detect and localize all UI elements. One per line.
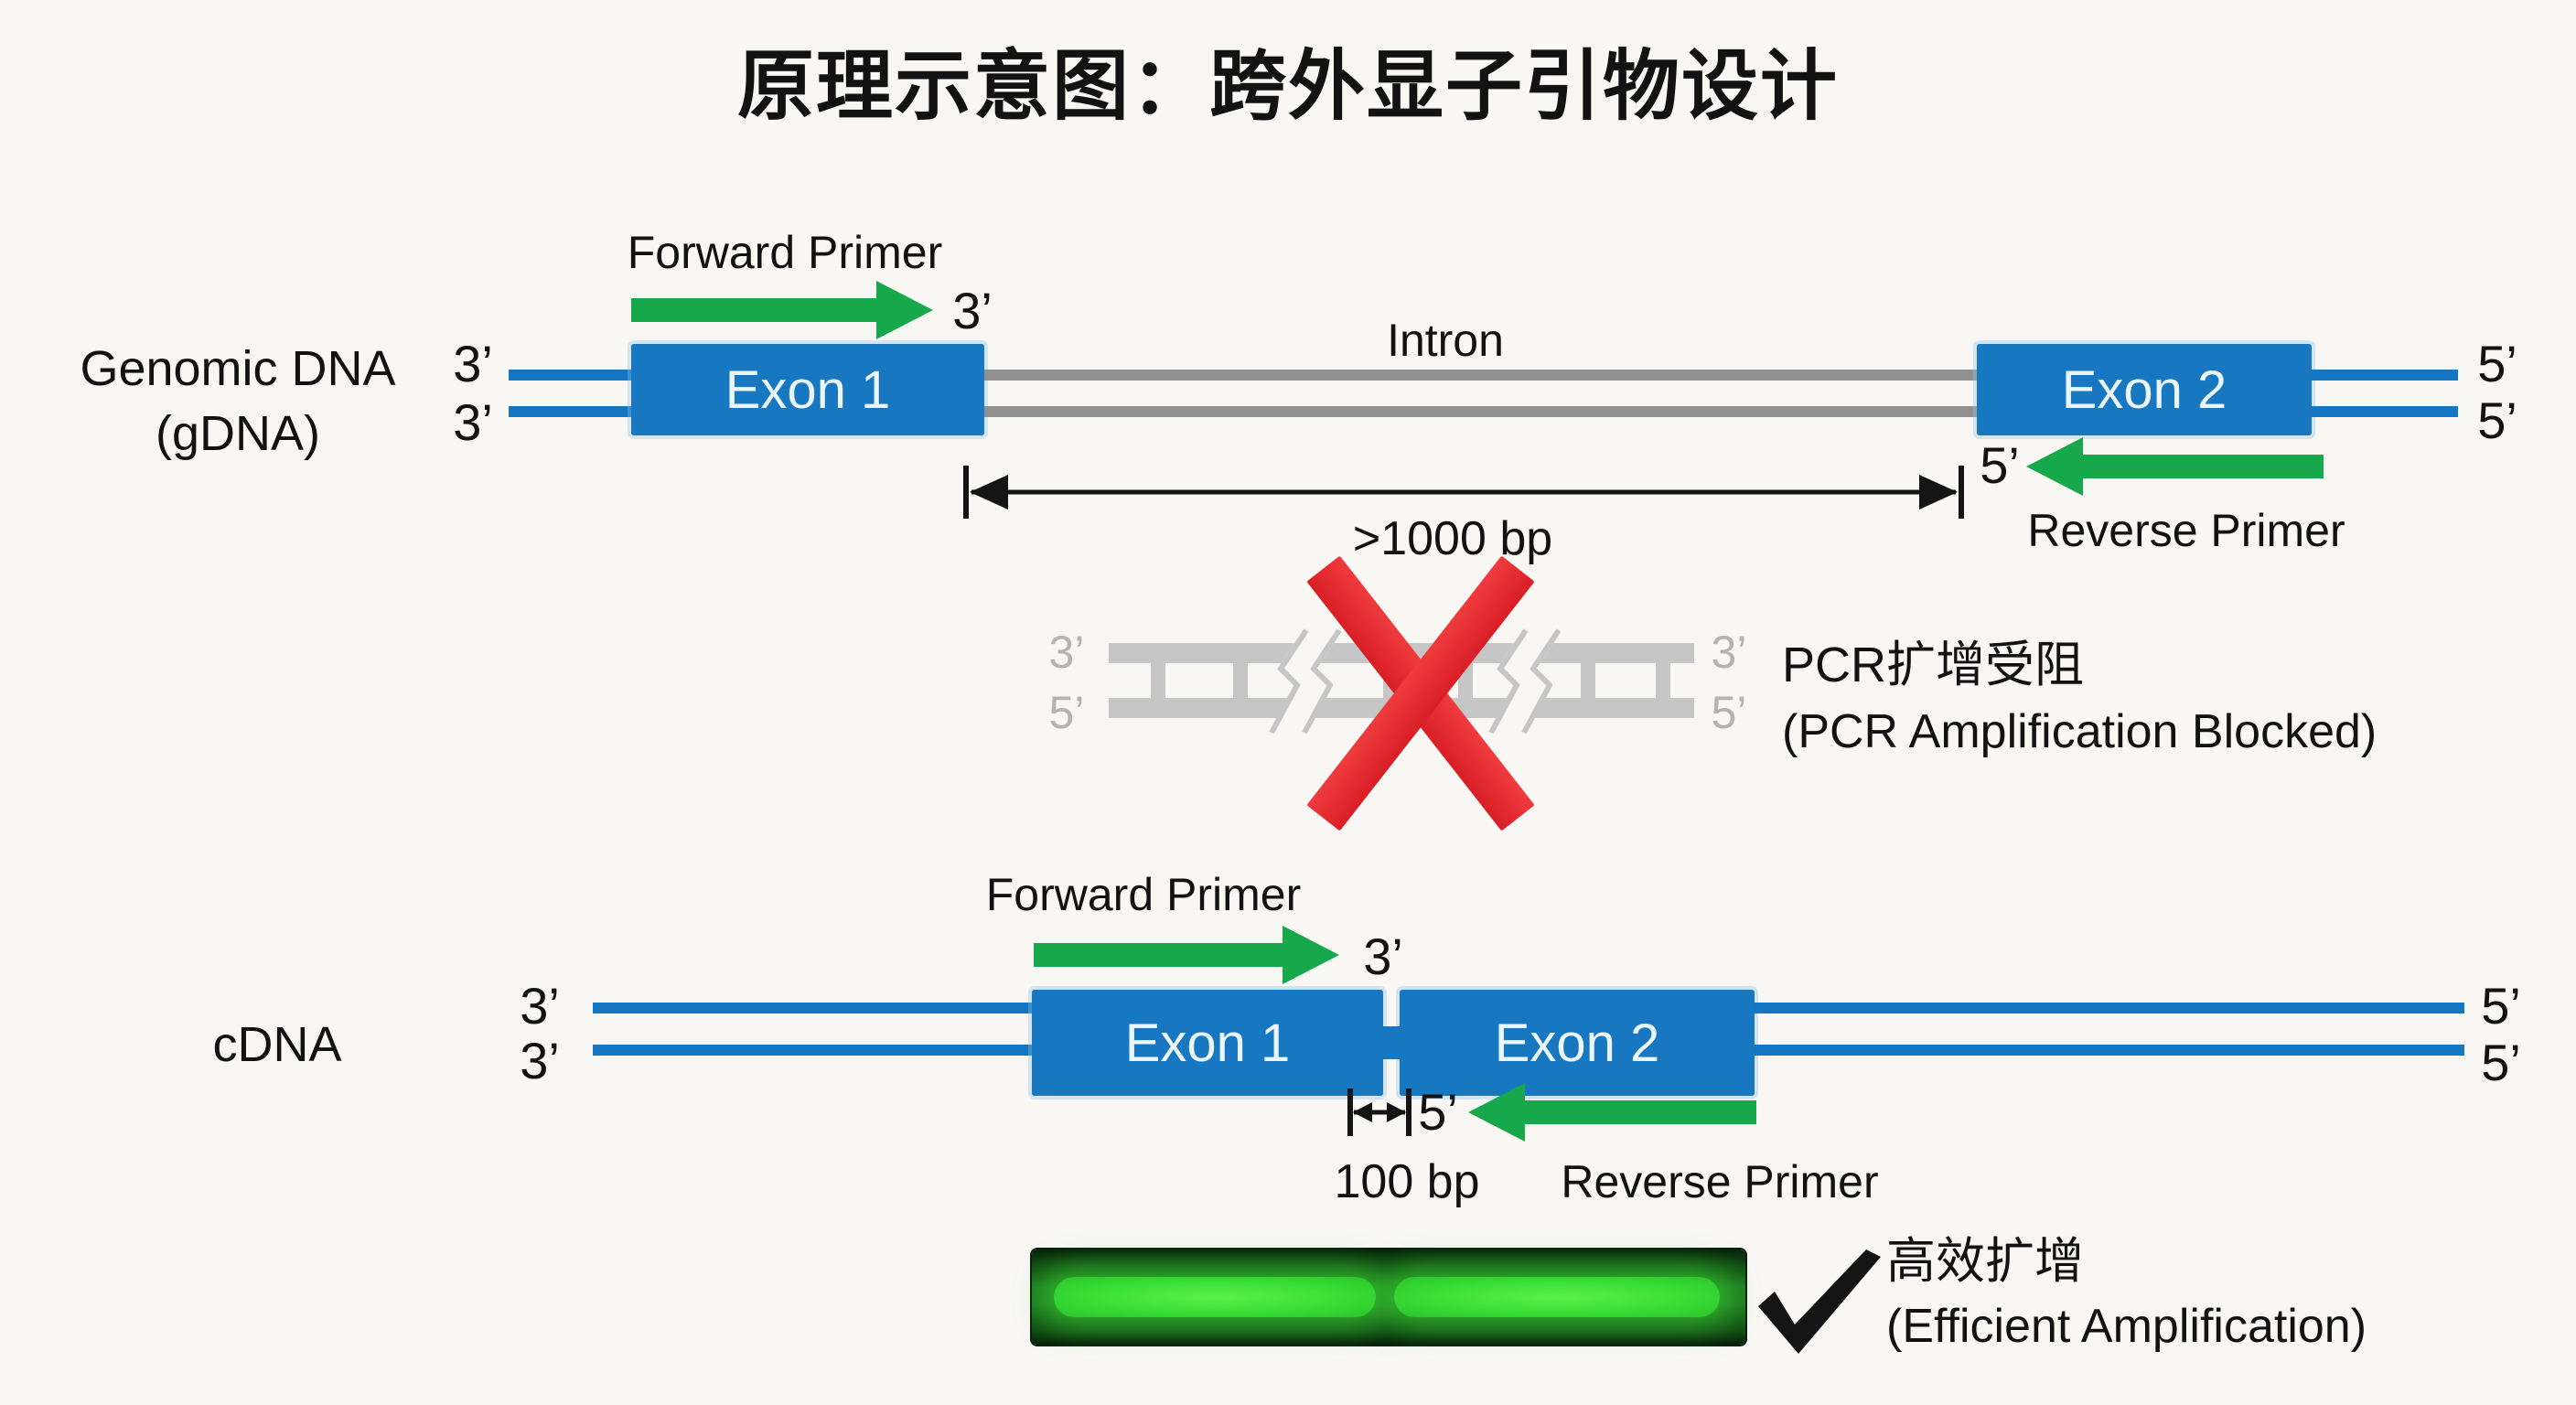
cdna-reverse-primer-label: Reverse Primer (1561, 1156, 1879, 1207)
cdna-left-end-top: 3’ (520, 977, 560, 1035)
gdna-exon1-label: Exon 1 (724, 359, 891, 420)
gdna-reverse-primer-arrow-icon (2026, 437, 2324, 496)
gdna-left-strand-bottom (509, 406, 637, 417)
cdna-forward-primer-label: Forward Primer (985, 869, 1302, 920)
cdna-right-strand-top (1755, 1003, 2464, 1014)
cdna-label: cDNA (212, 1017, 342, 1072)
ladder-right-end-top: 3’ (1711, 627, 1747, 678)
result-caption-en: (Efficient Amplification) (1886, 1300, 2367, 1353)
checkmark-icon (1758, 1249, 1881, 1354)
gdna-intron-strand-bottom (984, 406, 1977, 417)
cdna-right-end-top: 5’ (2481, 977, 2521, 1035)
gdna-exon2-label: Exon 2 (2061, 359, 2227, 420)
gdna-left-end-bottom: 3’ (453, 393, 493, 451)
gdna-exon1-box: Exon 1 (631, 344, 984, 435)
cdna-exon1-box: Exon 1 (1032, 990, 1383, 1096)
cdna-right-strand-bottom (1755, 1045, 2464, 1056)
gel-band-left (1054, 1277, 1376, 1317)
result-caption-zh: 高效扩增 (1886, 1234, 2084, 1289)
gdna-right-strand-top (2312, 370, 2458, 381)
gdna-intron-distance: >1000 bp (1352, 512, 1553, 565)
cdna-exon-junction (1383, 1026, 1400, 1059)
cdna-reverse-primer-arrow-icon (1468, 1083, 1756, 1142)
ladder-left-end-top: 3’ (1048, 627, 1085, 678)
cdna-exon2-box: Exon 2 (1400, 990, 1755, 1096)
cdna-exon1-label: Exon 1 (1124, 1013, 1291, 1073)
cdna-left-end-bottom: 3’ (520, 1032, 560, 1089)
cdna-right-end-bottom: 5’ (2481, 1034, 2521, 1091)
gdna-label-line1: Genomic DNA (80, 341, 396, 396)
gdna-forward-primer-arrow-icon (631, 281, 933, 339)
cdna-forward-primer-arrow-icon (1034, 926, 1339, 984)
gdna-reverse-primer-label: Reverse Primer (2027, 505, 2345, 556)
gdna-right-end-top: 5’ (2477, 335, 2517, 392)
gdna-forward-primer-label: Forward Primer (627, 227, 943, 278)
red-cross-icon (1307, 556, 1534, 831)
ladder-right-end-bottom: 5’ (1711, 687, 1747, 738)
gdna-left-end-top: 3’ (453, 335, 493, 392)
blocked-caption-en: (PCR Amplification Blocked) (1782, 705, 2377, 758)
cdna-left-strand-bottom (593, 1045, 1037, 1056)
diagram-title: 原理示意图：跨外显子引物设计 (736, 43, 1839, 129)
gdna-label: Genomic DNA (gDNA) (37, 337, 439, 467)
gdna-intron-strand-top (984, 370, 1977, 381)
cdna-exon2-label: Exon 2 (1494, 1013, 1660, 1073)
ladder-left-end-bottom: 5’ (1048, 687, 1085, 738)
gel-band-right (1394, 1277, 1720, 1317)
gdna-forward-primer-end: 3’ (952, 282, 993, 339)
gdna-reverse-primer-end: 5’ (1980, 436, 2020, 494)
intron-distance-dimension-icon (963, 466, 1964, 519)
cdna-forward-primer-end: 3’ (1363, 928, 1403, 985)
gdna-left-strand-top (509, 370, 637, 381)
gdna-exon2-box: Exon 2 (1977, 344, 2312, 435)
blocked-caption-zh: PCR扩增受阻 (1782, 638, 2085, 692)
cdna-reverse-primer-end: 5’ (1418, 1083, 1458, 1141)
gdna-label-line2: (gDNA) (155, 406, 320, 462)
gdna-right-end-bottom: 5’ (2477, 391, 2517, 449)
cdna-left-strand-top (593, 1003, 1037, 1014)
gdna-right-strand-bottom (2312, 406, 2458, 417)
gdna-intron-label: Intron (1387, 315, 1504, 366)
junction-distance-dimension-icon (1347, 1089, 1411, 1136)
gel-lane-image (1032, 1249, 1745, 1345)
cdna-junction-distance: 100 bp (1334, 1155, 1480, 1208)
